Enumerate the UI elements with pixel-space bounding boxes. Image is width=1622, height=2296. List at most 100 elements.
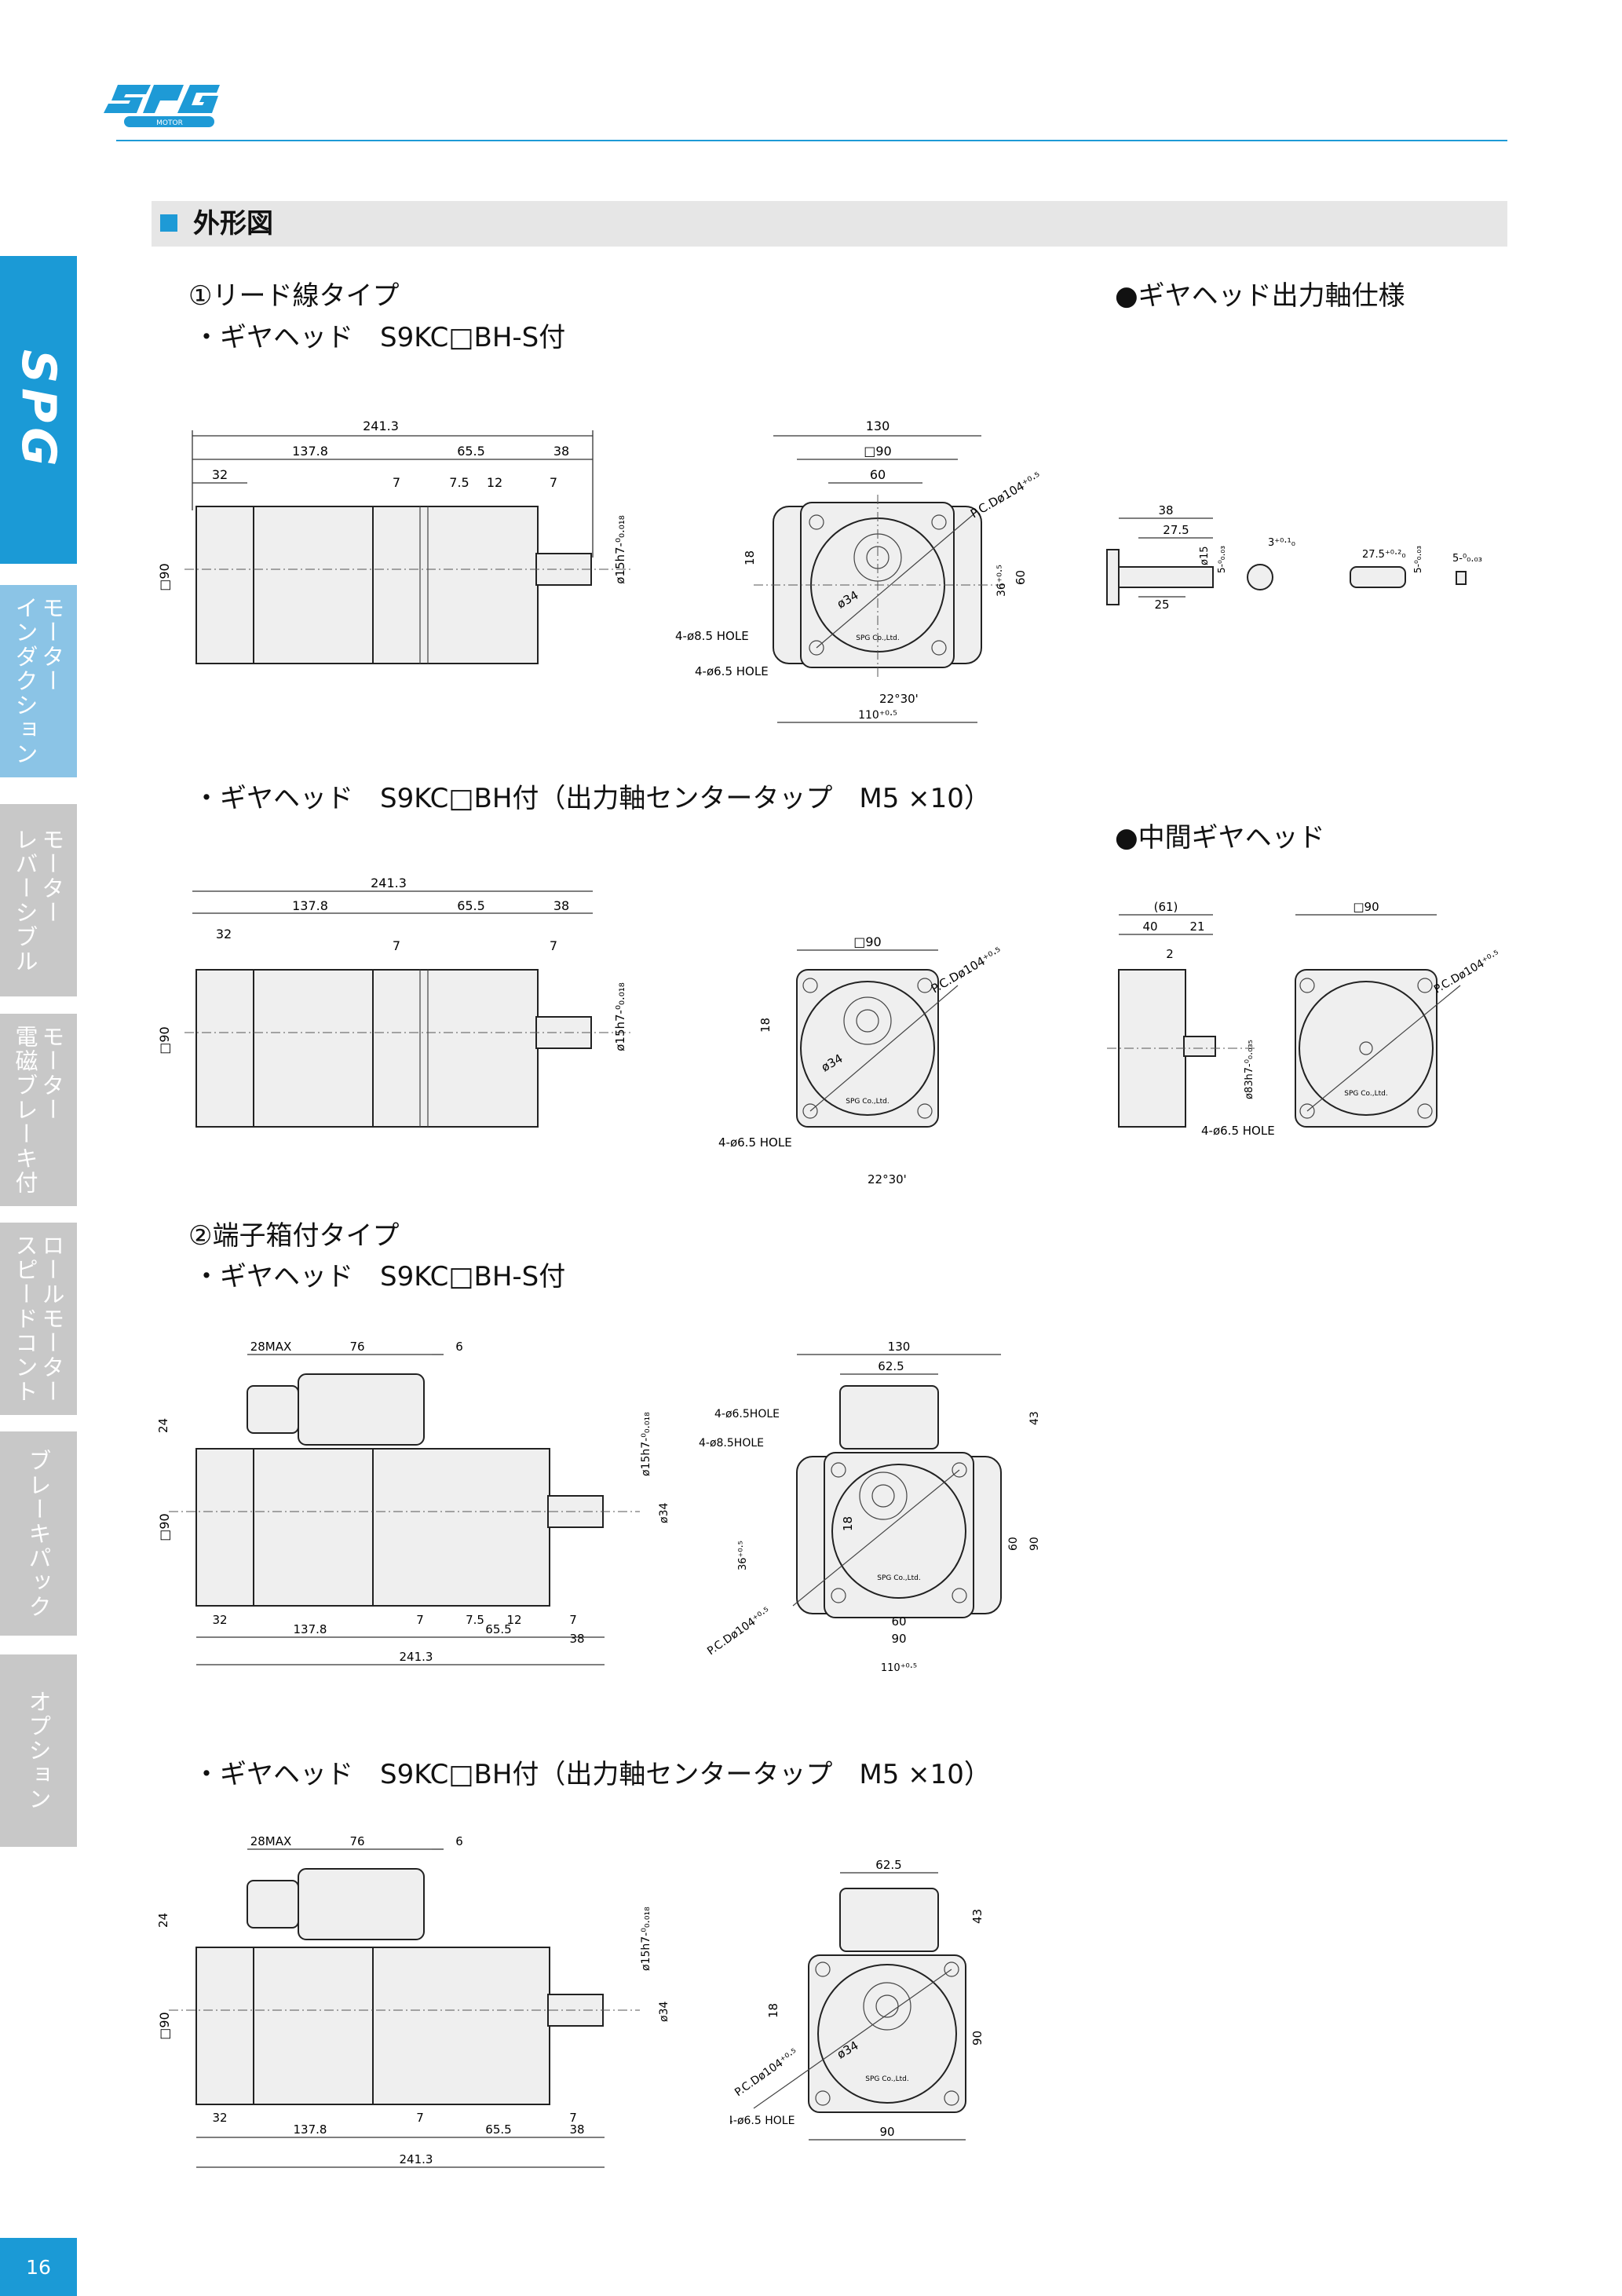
dim-dia34: ø34 xyxy=(658,2002,670,2022)
section-bar xyxy=(152,201,1507,247)
tab-label: モーター 電磁ブレーキ付 xyxy=(12,1025,65,1195)
dim-43: 43 xyxy=(1028,1411,1041,1425)
dim-sq90: □90 xyxy=(157,1026,172,1054)
dim-32: 32 xyxy=(212,2111,227,2125)
tab-brake-pack[interactable]: ブレーキパック xyxy=(0,1431,77,1636)
dim-32: 32 xyxy=(216,927,232,941)
dim-62-5: 62.5 xyxy=(878,1359,904,1373)
dim-angle: 22°30' xyxy=(868,1172,907,1186)
dim-shaft-dia: ø15h7-⁰₀.₀₁₈ xyxy=(640,1907,652,1971)
dim-shaft-dia: ø15h7-⁰₀.₀₁₈ xyxy=(613,982,627,1051)
tab-label: ロールモーター スピードコント xyxy=(12,1234,65,1404)
sidebar-logo-text: SPG xyxy=(11,349,66,471)
dim-hole65b: 4-ø6.5HOLE xyxy=(714,1408,780,1420)
dim-32: 32 xyxy=(212,1613,227,1627)
tab-induction-motor[interactable]: モーター インダクション xyxy=(0,585,77,777)
dim-6: 6 xyxy=(455,1834,463,1848)
dim-pcd: P.C.Dø104⁺⁰·⁵ xyxy=(705,1605,773,1658)
dim-gear: 65.5 xyxy=(457,898,485,913)
dim-m40: 40 xyxy=(1142,919,1157,934)
tab-options[interactable]: オプション xyxy=(0,1654,77,1847)
dim-60: 60 xyxy=(870,467,886,482)
page-number: 16 xyxy=(0,2238,77,2296)
dim-shaft: 38 xyxy=(569,1632,584,1646)
dim-sq90: □90 xyxy=(157,563,172,590)
dim-60b: 60 xyxy=(891,1614,906,1629)
section-marker xyxy=(160,214,177,232)
dim-90b: 90 xyxy=(879,2125,894,2139)
dim-43: 43 xyxy=(970,1909,985,1924)
dim-hole85: 4-ø8.5 HOLE xyxy=(675,629,749,643)
dim-sq90: □90 xyxy=(157,1513,172,1541)
drawing-term-s-front: 130 62.5 P.C.Dø104⁺⁰·⁵ 4-ø6.5HOLE 4-ø8.5… xyxy=(699,1340,1041,1674)
dim-7b: 7 xyxy=(550,475,557,490)
dim-110: 110⁺⁰·⁵ xyxy=(881,1662,917,1674)
dim-total: 241.3 xyxy=(400,1650,433,1664)
drawing-lead-s-front: 130 □90 60 P.C.Dø104⁺⁰·⁵ ø34 18 36⁺⁰·⁵ 6… xyxy=(675,419,1043,723)
tab-speed-control-motor[interactable]: ロールモーター スピードコント xyxy=(0,1223,77,1415)
dim-28max: 28MAX xyxy=(250,1340,292,1354)
nameplate-text: SPG Co.,Ltd. xyxy=(1344,1090,1387,1098)
dim-sq90: □90 xyxy=(157,2012,172,2039)
nameplate-text: SPG Co.,Ltd. xyxy=(865,2075,908,2083)
spg-logo: MOTOR xyxy=(102,69,236,147)
dim-motor: 137.8 xyxy=(294,2122,327,2137)
dim-angle: 22°30' xyxy=(879,692,919,706)
dim-dia34: ø34 xyxy=(658,1503,670,1523)
tab-label: モーター レバーシブル xyxy=(12,827,65,974)
dim-shaft: 38 xyxy=(553,444,569,459)
dim-76: 76 xyxy=(349,1834,364,1848)
dim-7-5: 7.5 xyxy=(466,1613,484,1627)
dim-pcd: P.C.Dø104⁺⁰·⁵ xyxy=(732,2046,800,2099)
dim-gear: 65.5 xyxy=(457,444,485,459)
tab-brake-motor[interactable]: モーター 電磁ブレーキ付 xyxy=(0,1014,77,1206)
sidebar-logo-tab[interactable]: SPG xyxy=(0,256,77,564)
dim-gear: 65.5 xyxy=(485,1622,511,1636)
dim-12: 12 xyxy=(506,1613,521,1627)
dim-sq90: □90 xyxy=(853,934,881,949)
dim-total: 241.3 xyxy=(363,419,399,433)
header-rule xyxy=(116,140,1507,141)
dim-7: 7 xyxy=(393,938,400,953)
heading-term-s: ・ギヤヘッド S9KC□BH-S付 xyxy=(193,1261,566,1292)
dim-36: 36⁺⁰·⁵ xyxy=(737,1541,749,1570)
dim-24: 24 xyxy=(156,1913,170,1928)
dim-7b: 7 xyxy=(569,2111,577,2125)
dim-s25: 25 xyxy=(1154,598,1169,612)
tab-label: ブレーキパック xyxy=(25,1448,52,1619)
dim-hole65: 4-ø6.5 HOLE xyxy=(718,1135,792,1150)
dim-m83: ø83h7-⁰₀.₀₃₅ xyxy=(1244,1040,1255,1099)
dim-24: 24 xyxy=(156,1418,170,1433)
heading-mid-gear: ●中間ギヤヘッド xyxy=(1115,822,1325,854)
dim-6: 6 xyxy=(455,1340,463,1354)
nameplate-text: SPG Co.,Ltd. xyxy=(856,634,899,642)
dim-18: 18 xyxy=(841,1516,855,1531)
dim-s27-5: 27.5 xyxy=(1163,523,1189,537)
dim-m21: 21 xyxy=(1189,919,1204,934)
dim-76: 76 xyxy=(349,1340,364,1354)
dim-7: 7 xyxy=(416,2111,424,2125)
dim-12: 12 xyxy=(487,475,502,490)
heading-lead-s: ・ギヤヘッド S9KC□BH-S付 xyxy=(193,322,566,353)
dim-28max: 28MAX xyxy=(250,1834,292,1848)
drawing-term-bh-side: 28MAX 76 6 24 □90 ø15h7-⁰₀.₀₁₈ ø34 32 7 … xyxy=(156,1834,670,2168)
dim-7b: 7 xyxy=(550,938,557,953)
dim-total: 241.3 xyxy=(400,2152,433,2166)
dim-hole85b: 4-ø8.5HOLE xyxy=(699,1437,764,1450)
dim-hole65: 4-ø6.5 HOLE xyxy=(695,664,769,678)
heading-shaft-spec: ●ギヤヘッド出力軸仕様 xyxy=(1115,280,1405,312)
dim-s15: ø15 xyxy=(1199,547,1211,566)
drawing-term-bh-front: 62.5 P.C.Dø104⁺⁰·⁵ ø34 18 90 43 4-ø6.5 H… xyxy=(730,1858,985,2141)
dim-s5b: 5-⁰₀.₀₃ xyxy=(1412,546,1423,573)
drawing-lead-bh-side: 241.3 137.8 65.5 38 32 7 7 □90 ø15h7-⁰₀.… xyxy=(157,876,632,1128)
dim-pcd: P.C.Dø104⁺⁰·⁵ xyxy=(968,469,1043,521)
dim-m61: (61) xyxy=(1154,900,1178,914)
tab-reversible-motor[interactable]: モーター レバーシブル xyxy=(0,804,77,996)
dim-hole65: 4-ø6.5 HOLE xyxy=(1201,1124,1275,1138)
dim-sq90-b: □90 xyxy=(864,444,891,459)
tab-label: モーター インダクション xyxy=(12,596,65,766)
dim-130: 130 xyxy=(866,419,890,433)
logo-sub-text: MOTOR xyxy=(156,119,183,127)
dim-7-5: 7.5 xyxy=(449,475,469,490)
dim-62-5: 62.5 xyxy=(875,1858,901,1872)
